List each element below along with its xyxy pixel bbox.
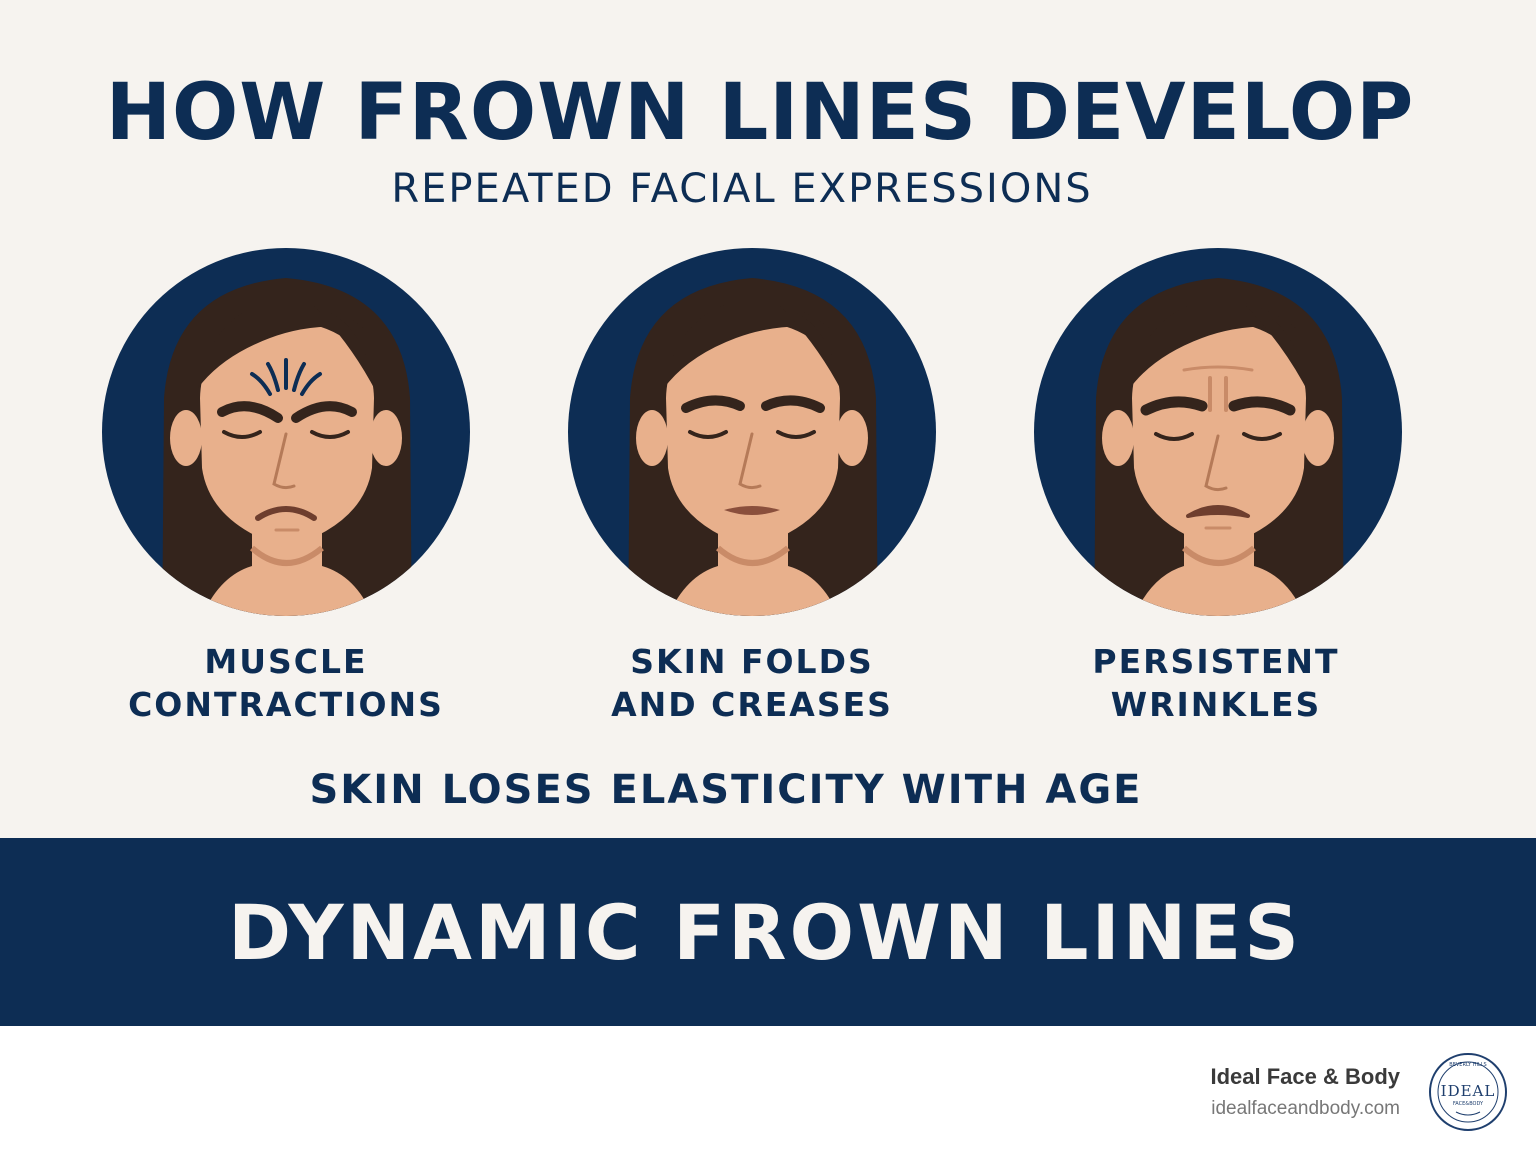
stage-caption-line: SKIN FOLDS	[630, 642, 874, 681]
stage-caption-line: MUSCLE	[204, 642, 368, 681]
footer: Ideal Face & Body idealfaceandbody.com B…	[0, 1026, 1536, 1154]
page-subtitle: REPEATED FACIAL EXPRESSIONS	[391, 166, 1093, 212]
face-with-persistent-wrinkles-icon	[1034, 248, 1402, 616]
elasticity-note: SKIN LOSES ELASTICITY WITH AGE	[309, 767, 1143, 813]
logo-ring-text: BEVERLY HILLS	[1449, 1062, 1486, 1068]
stage-caption-line: AND CREASES	[611, 685, 893, 724]
brand-name: Ideal Face & Body	[1210, 1064, 1400, 1089]
face-with-skin-folds-icon	[568, 248, 936, 616]
stage-caption-muscle-contractions: MUSCLE CONTRACTIONS	[76, 640, 496, 726]
ideal-face-and-body-seal-icon: BEVERLY HILLS IDEAL FACE&BODY	[1428, 1052, 1508, 1132]
frowning-face-with-muscle-strain-icon	[102, 248, 470, 616]
stage-caption-skin-folds: SKIN FOLDS AND CREASES	[542, 640, 962, 726]
page-title: HOW FROWN LINES DEVELOP	[105, 68, 1415, 158]
stage-caption-persistent-wrinkles: PERSISTENT WRINKLES	[1006, 640, 1426, 726]
stage-caption-line: PERSISTENT	[1092, 642, 1340, 681]
logo-subtext: FACE&BODY	[1453, 1101, 1484, 1107]
stage-caption-line: WRINKLES	[1110, 685, 1322, 724]
bottom-banner: DYNAMIC FROWN LINES	[0, 838, 1536, 1026]
stage-caption-line: CONTRACTIONS	[128, 685, 444, 724]
brand-url[interactable]: idealfaceandbody.com	[1211, 1098, 1400, 1119]
logo-text: IDEAL	[1441, 1082, 1496, 1100]
banner-title: DYNAMIC FROWN LINES	[227, 888, 1303, 977]
